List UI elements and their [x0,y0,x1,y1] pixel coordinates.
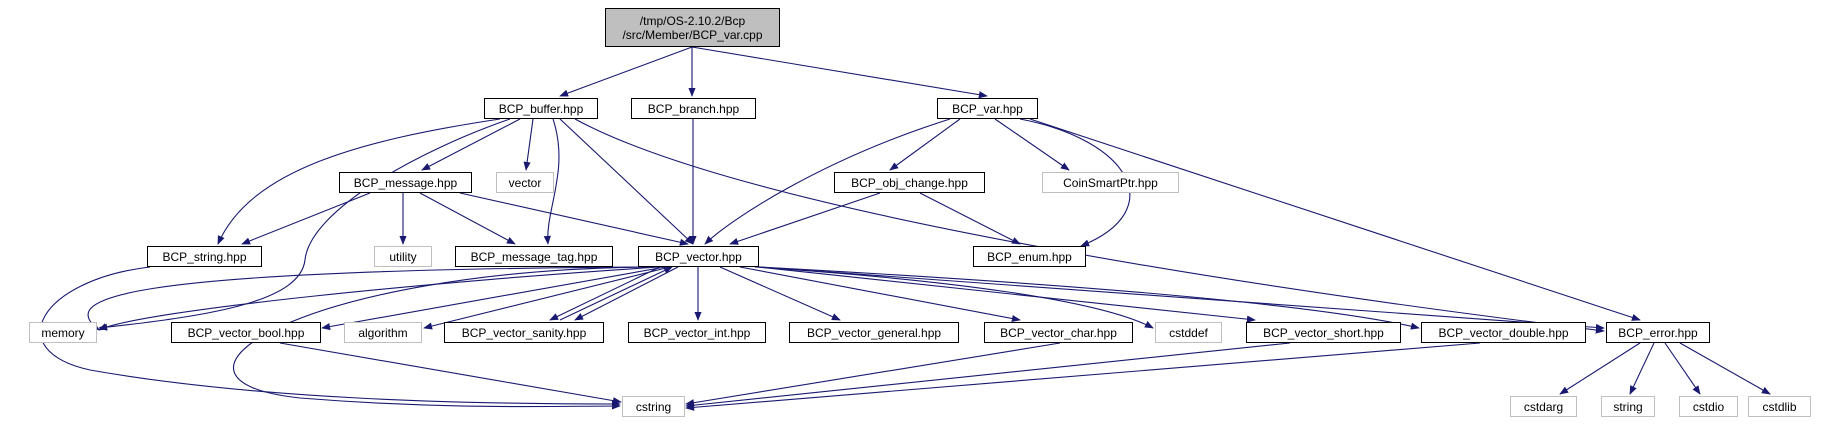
node-std-cstdio[interactable]: cstdio [1679,396,1738,417]
include-edge [40,266,621,408]
node-std-cstdarg[interactable]: cstdarg [1510,396,1577,417]
node-bcp-vector-char[interactable]: BCP_vector_char.hpp [984,322,1133,343]
root-file-node[interactable]: /tmp/OS-2.10.2/Bcp /src/Member/BCP_var.c… [605,8,780,47]
node-std-string[interactable]: string [1601,396,1655,417]
node-bcp-vector-sanity[interactable]: BCP_vector_sanity.hpp [444,322,604,343]
node-std-cstdlib[interactable]: cstdlib [1748,396,1811,417]
include-edge [559,266,673,321]
include-edge [758,266,1420,330]
include-edge [321,266,666,331]
include-edge [729,192,881,245]
include-edge [559,46,693,97]
node-std-memory[interactable]: memory [29,322,97,343]
node-bcp-enum[interactable]: BCP_enum.hpp [973,246,1086,267]
include-edge [574,266,679,321]
include-edge [1664,342,1701,395]
node-std-cstddef[interactable]: cstddef [1155,322,1222,343]
root-file-line: /src/Member/BCP_var.cpp [622,27,763,42]
include-edge [1029,118,1641,321]
node-bcp-vector-int[interactable]: BCP_vector_int.hpp [628,322,766,343]
include-edge [87,266,649,331]
include-edge [691,46,988,99]
node-bcp-vector-bool[interactable]: BCP_vector_bool.hpp [171,322,321,343]
node-bcp-vector-short[interactable]: BCP_vector_short.hpp [1246,322,1401,343]
include-edge [523,118,534,171]
node-std-algorithm[interactable]: algorithm [344,322,422,343]
node-std-utility[interactable]: utility [374,246,432,267]
node-bcp-message-tag[interactable]: BCP_message_tag.hpp [455,246,613,267]
include-edge [419,192,516,245]
include-edge [704,118,951,245]
include-edge [685,342,1481,411]
include-edge [1629,342,1655,395]
include-edge [549,266,661,321]
node-std-vector[interactable]: vector [496,172,554,193]
include-edge [217,118,501,245]
node-coin-smart-ptr[interactable]: CoinSmartPtr.hpp [1042,172,1179,193]
include-edge [758,266,1605,332]
include-edge [757,266,1256,323]
node-bcp-error[interactable]: BCP_error.hpp [1606,322,1710,343]
include-edge [1679,342,1771,395]
include-edge [421,118,521,171]
node-bcp-vector[interactable]: BCP_vector.hpp [638,246,759,267]
node-bcp-vector-general[interactable]: BCP_vector_general.hpp [789,322,959,343]
include-edge [423,266,671,330]
include-edge [719,266,841,321]
include-edge [754,266,1154,329]
include-edge [685,342,1061,407]
include-edge [98,266,661,331]
node-bcp-message[interactable]: BCP_message.hpp [339,172,472,193]
node-std-cstring[interactable]: cstring [622,396,685,417]
include-edge [543,118,560,245]
include-edge [279,342,622,405]
node-bcp-obj-change[interactable]: BCP_obj_change.hpp [834,172,985,193]
include-edge [241,192,371,245]
node-bcp-buffer[interactable]: BCP_buffer.hpp [484,98,598,119]
include-edge [233,266,651,410]
node-bcp-branch[interactable]: BCP_branch.hpp [631,98,756,119]
include-edge [889,118,961,171]
root-path-line: /tmp/OS-2.10.2/Bcp [639,13,746,28]
node-bcp-string[interactable]: BCP_string.hpp [147,246,262,267]
include-edge [559,118,694,245]
node-bcp-vector-double[interactable]: BCP_vector_double.hpp [1421,322,1586,343]
include-edge [919,192,1021,245]
include-edge [994,118,1070,171]
include-edge [1559,342,1641,395]
node-bcp-var[interactable]: BCP_var.hpp [937,98,1038,119]
include-edge [98,118,511,331]
include-edge [459,192,689,246]
include-edge [685,342,1291,409]
include-edge [739,266,1021,323]
